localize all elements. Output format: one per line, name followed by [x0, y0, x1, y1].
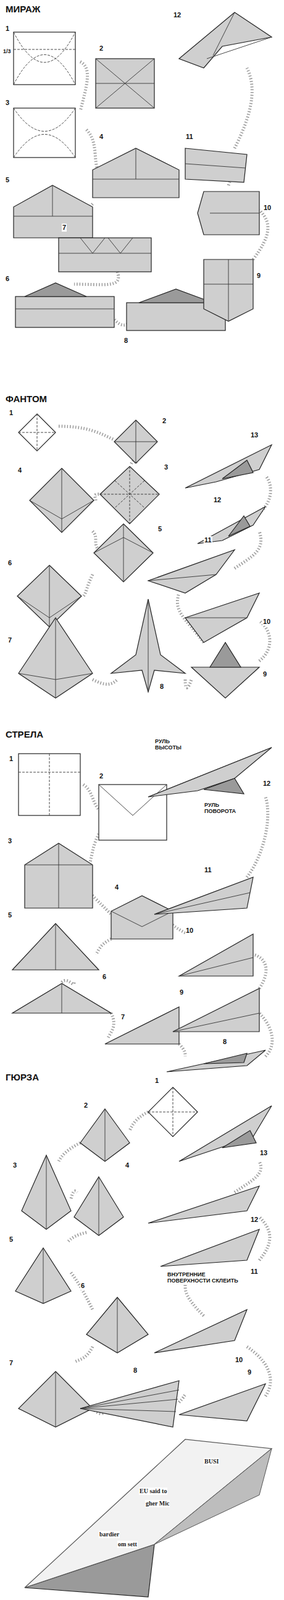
step-number: 8 [222, 1037, 228, 1046]
step-number: 13 [259, 1148, 268, 1157]
step-number: 4 [17, 466, 23, 475]
newspaper-text: BUSI [203, 1457, 220, 1465]
step-number: 13 [250, 430, 259, 439]
newspaper-text: EU said to [138, 1486, 168, 1495]
step-number: 8 [132, 1365, 138, 1374]
annotation: РУЛЬ ПОВОРОТА [203, 801, 252, 815]
step-number: 4 [114, 882, 120, 891]
step-number: 6 [80, 1281, 86, 1290]
step-number: 5 [4, 175, 10, 184]
step-number: 3 [163, 463, 169, 472]
step-number: 2 [98, 771, 104, 780]
step-number: 7 [7, 635, 13, 644]
step-number: 1 [154, 1076, 160, 1085]
newspaper-text: gher Mic [145, 1499, 170, 1507]
step-number: 8 [159, 682, 165, 691]
step-number: 7 [120, 1012, 126, 1021]
step-number: 11 [185, 132, 194, 141]
step-number: 3 [12, 1160, 18, 1169]
step-number: 3 [7, 836, 13, 845]
annotation: РУЛЬ ВЫСОТЫ [154, 737, 193, 751]
step-number: 1 [8, 408, 14, 417]
step-number: 6 [7, 558, 13, 567]
step-number: 8 [123, 336, 129, 345]
step-number: 7 [61, 223, 67, 232]
step-number: 2 [161, 416, 167, 425]
section-title: МИРАЖ [4, 3, 41, 15]
step-number: 9 [246, 1367, 252, 1376]
step-number: 6 [4, 274, 10, 283]
annotation: ВНУТРЕННИЕ ПОВЕРХНОСТИ СКЛЕИТЬ [166, 1270, 246, 1284]
step-number: 12 [250, 1215, 259, 1224]
step-number: 10 [263, 203, 272, 212]
section-title: СТРЕЛА [4, 728, 44, 740]
step-number: 4 [124, 1160, 130, 1169]
step-number: 12 [172, 11, 182, 20]
step-number: 1 [4, 24, 10, 33]
step-number: 3 [4, 98, 10, 107]
step-number: 11 [203, 865, 213, 874]
step-number: 12 [213, 495, 222, 504]
step-number: 5 [7, 910, 13, 919]
step-number: 7 [8, 1358, 14, 1367]
step-trail [58, 1111, 271, 1413]
step-number: 10 [234, 1355, 244, 1364]
step-number: 4 [98, 132, 104, 141]
step-number: 5 [8, 1234, 14, 1243]
section-title: ГЮРЗА [4, 1071, 40, 1082]
step-number: 1 [8, 754, 14, 763]
section-title: ФАНТОМ [4, 393, 48, 404]
step-trail [61, 784, 273, 1056]
step-number: 11 [203, 535, 213, 544]
annotation: 1/3 [2, 48, 12, 55]
step-number: 9 [179, 987, 184, 996]
step-number: 5 [157, 524, 163, 533]
step-number: 2 [98, 44, 104, 53]
step-number: 9 [262, 669, 268, 678]
step-number: 2 [83, 1100, 89, 1109]
newspaper-text: bardier [98, 1529, 120, 1538]
newspaper-text: om sett [117, 1539, 138, 1548]
step-number: 6 [101, 972, 107, 981]
step-number: 10 [262, 617, 272, 626]
step-number: 9 [256, 271, 262, 280]
step-number: 12 [262, 779, 272, 788]
step-number: 11 [250, 1266, 259, 1275]
step-number: 10 [185, 926, 194, 935]
